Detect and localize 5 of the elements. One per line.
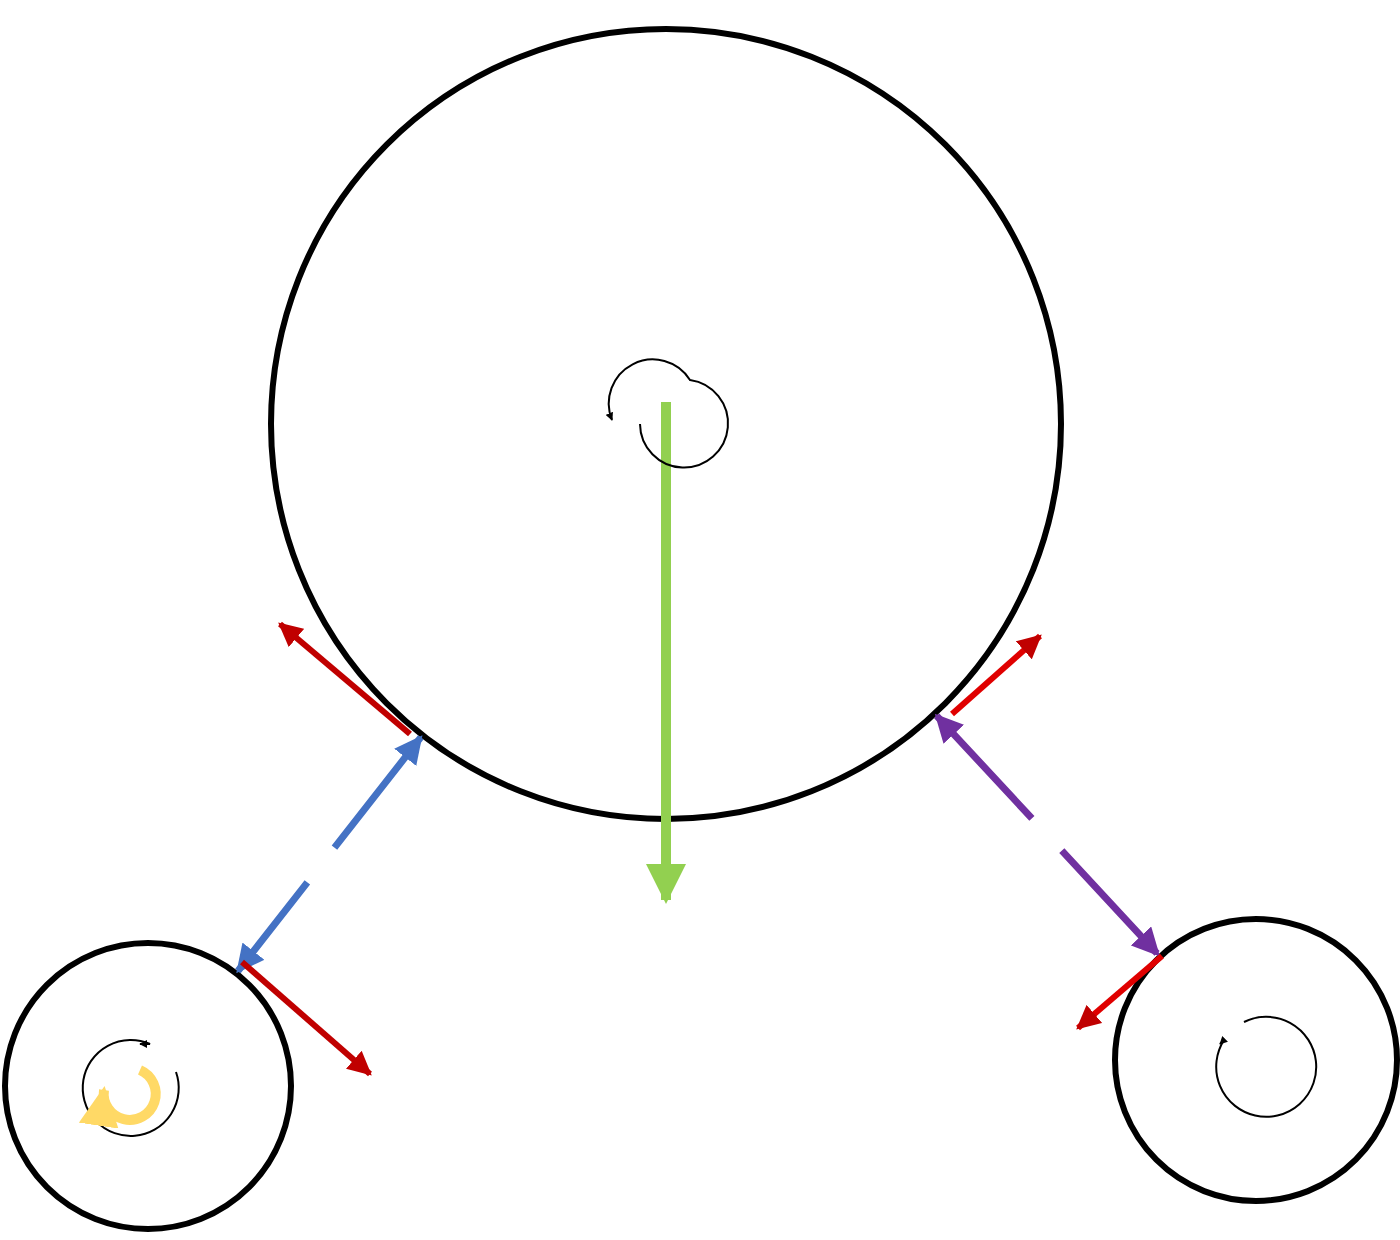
wheel-circle xyxy=(1112,916,1400,1204)
wheel-circle xyxy=(268,26,1064,822)
arrow xyxy=(934,713,1161,957)
arrow xyxy=(235,735,424,974)
wheel-circle xyxy=(2,940,294,1232)
